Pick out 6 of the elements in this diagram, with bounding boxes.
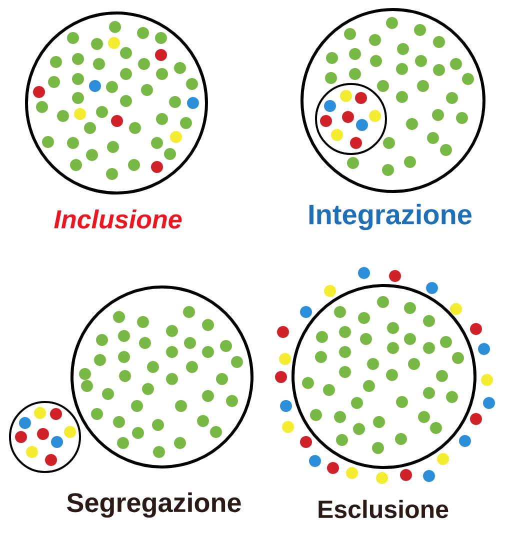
node-label: Segregazione [67,492,241,518]
circle [9,401,81,473]
node-label: Esclusione [318,500,448,518]
node-label: Inclusione [54,209,182,229]
node-label: Integrazione [309,204,472,230]
circle [315,83,387,155]
